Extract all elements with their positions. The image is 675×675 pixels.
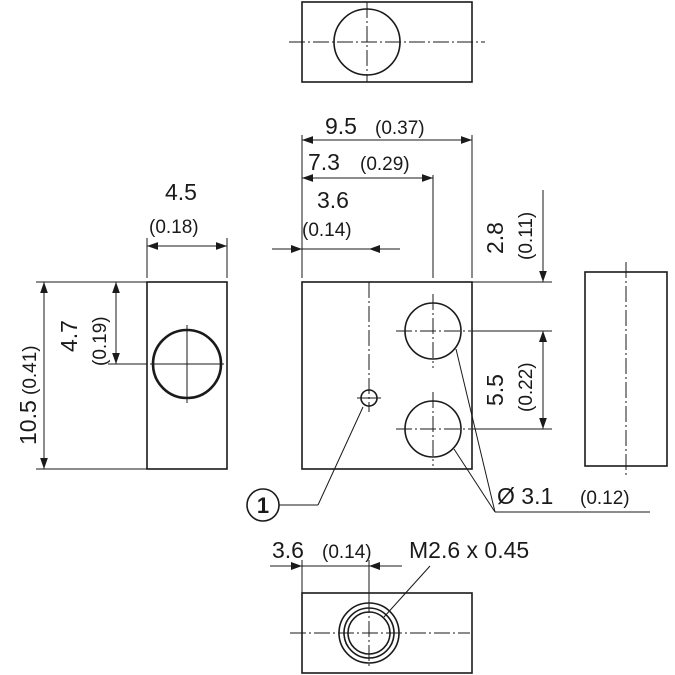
front-view-outline <box>301 281 473 470</box>
dim-thread-offset-x-in: (0.14) <box>302 220 352 241</box>
top-view <box>289 1 485 83</box>
right-dimensions: 2.8 (0.11) 5.5 (0.22) <box>472 190 552 430</box>
dim-thread-offset-x-mm: 3.6 <box>317 187 349 213</box>
bottom-dimensions: 3.6 (0.14) M2.6 x 0.45 <box>270 537 529 618</box>
dim-bottom-offset-mm: 3.6 <box>272 537 304 563</box>
dim-hole-spacing-x-mm: 7.3 <box>308 149 340 175</box>
left-side-outline <box>146 281 228 470</box>
dim-height-total-in: (0.41) <box>20 345 41 395</box>
callout-item-1: 1 <box>246 406 364 522</box>
thread-spec-label: M2.6 x 0.45 <box>409 537 529 563</box>
bottom-view <box>290 592 473 674</box>
dim-side-hole-offset-mm: 4.7 <box>56 320 82 352</box>
leader-lower-hole <box>453 448 496 513</box>
front-view <box>301 281 473 470</box>
dim-side-width-mm: 4.5 <box>165 179 197 205</box>
leader-upper-hole <box>455 348 496 513</box>
dim-bottom-offset-in: (0.14) <box>322 542 372 563</box>
dim-width-total-mm: 9.5 <box>325 113 357 139</box>
top-dimensions: 9.5 (0.37) 7.3 (0.29) 3.6 (0.14) <box>272 113 473 278</box>
dim-bottom-arrow-right <box>369 562 380 570</box>
callout-number: 1 <box>257 493 269 518</box>
dim-hole-diameter-mm: Ø 3.1 <box>497 483 553 509</box>
callout-leader-line <box>317 406 364 506</box>
dim-hole-diameter-in: (0.12) <box>580 488 630 509</box>
side-dimensions: 4.5 (0.18) 10.5 (0.41) 4.7 (0.19) <box>15 179 228 470</box>
dim-height-total-mm: 10.5 <box>15 400 41 445</box>
dim-hole-spacing-y-mm: 5.5 <box>482 374 508 406</box>
right-side-view <box>584 262 668 476</box>
dim-hole-offset-top-in: (0.11) <box>516 212 537 260</box>
dim-side-width-in: (0.18) <box>149 217 199 238</box>
thread-spec-leader <box>383 565 431 618</box>
dim-side-hole-offset-in: (0.19) <box>90 316 111 366</box>
dim-thread-arrow-right <box>369 245 380 253</box>
dim-width-total-in: (0.37) <box>375 118 425 139</box>
dim-hole-spacing-x-in: (0.29) <box>360 154 410 175</box>
dim-hole-offset-top-mm: 2.8 <box>482 222 508 254</box>
left-side-view <box>146 281 228 470</box>
diameter-callout: Ø 3.1 (0.12) <box>453 348 650 513</box>
dim-thread-arrow-left <box>291 245 302 253</box>
dim-hole-spacing-y-in: (0.22) <box>516 362 537 412</box>
dim-bottom-arrow-left <box>291 562 302 570</box>
